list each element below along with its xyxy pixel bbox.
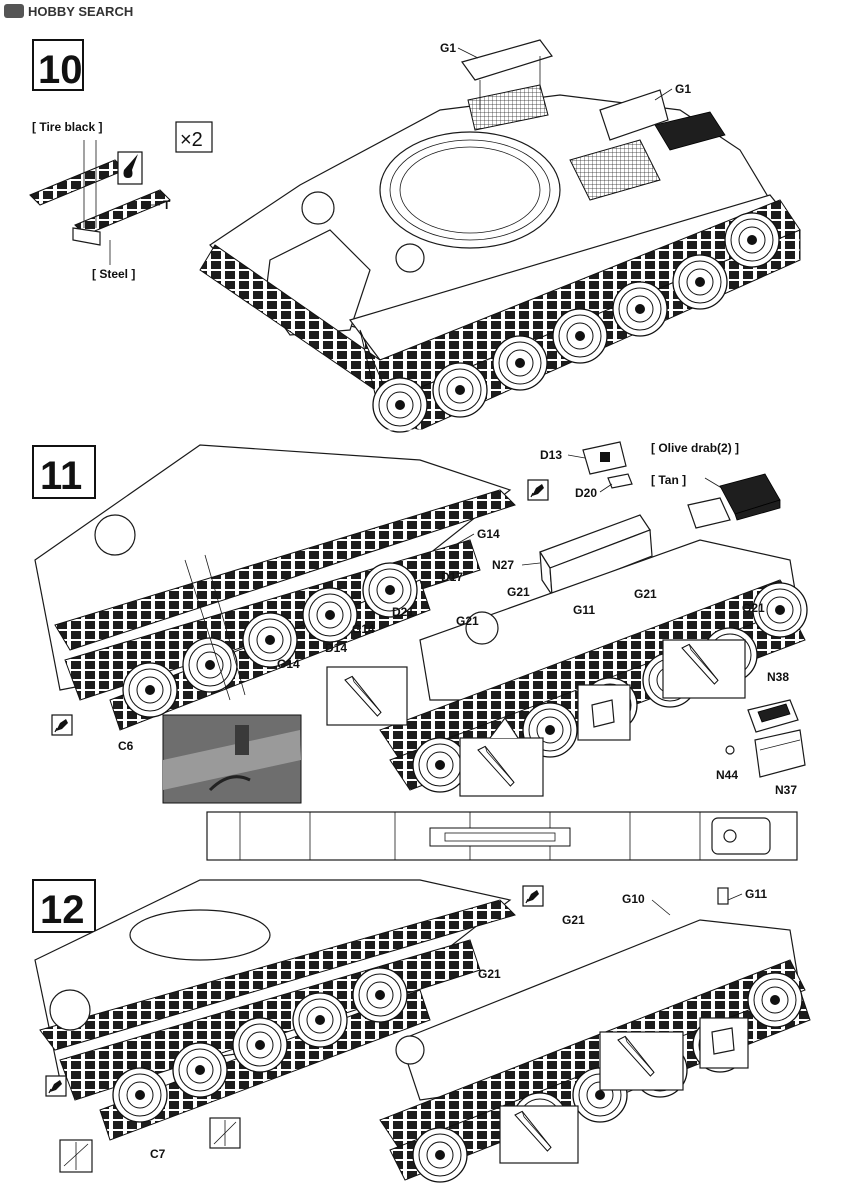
callout-g21-d: G21 [742,601,765,615]
part-g11 [717,887,729,905]
callout-d14: D14 [325,641,347,655]
callout-d21: D21 [392,605,414,619]
callout-g21-a: G21 [562,913,585,927]
callout-d13: D13 [540,448,562,462]
callout-g21-a: G21 [507,585,530,599]
cement-icon [527,479,549,501]
part-d13-d20 [582,441,633,489]
callout-g1-top: G1 [440,41,456,55]
callout-g1-side: G1 [675,82,691,96]
step-number-box [32,39,84,91]
callout-n38: N38 [767,670,789,684]
part-n37 [754,729,806,778]
callout-c7: C7 [150,1147,166,1161]
callout-g14-c: G14 [277,657,300,671]
callout-n37: N37 [775,783,797,797]
step-number-box [32,445,96,499]
paint-bottle-icon [117,151,143,185]
callout-g21-b: G21 [634,587,657,601]
detail-box-3 [577,684,631,741]
callout-g14-a: G14 [477,527,500,541]
detail-box-1 [326,666,408,726]
photo-inset [162,714,302,804]
tank-side-left-step11 [34,444,516,731]
part-n44 [725,745,735,755]
watermark: HOBBY SEARCH [4,4,133,19]
step-number: 10 [38,48,83,92]
callout-g21-b: G21 [478,967,501,981]
callout-g10: G10 [622,892,645,906]
callout-t: T [163,198,171,212]
detail-box-7 [699,1017,749,1069]
callout-n27: N27 [492,558,514,572]
callout-n44: N44 [716,768,738,782]
step-10: 10 [ Tire black ] T [ Steel ] ×2 [29,39,801,433]
detail-box-4 [662,639,746,699]
detail-box-5 [499,1105,579,1164]
step-number-box [32,879,96,933]
cement-icon [522,885,544,907]
cement-icon [51,714,73,736]
paint-label-olive-drab: [ Olive drab(2) ] [651,441,739,455]
multiplier-badge: ×2 [175,121,213,153]
callout-g11: G11 [573,603,595,617]
callout-g14-b: G14 [352,622,375,636]
callout-g21-c: G21 [456,614,479,628]
detail-box-6 [599,1031,684,1091]
cut-icon-box [59,1117,241,1173]
callout-g11: G11 [745,887,767,901]
stowage-box-part [687,473,781,529]
part-n38 [747,699,799,733]
part-n27 [539,514,653,598]
tank-hull-step10 [199,39,801,433]
step-12: 12 C7 [32,879,811,1183]
detail-box-2 [459,716,544,797]
paint-label-tan: [ Tan ] [651,473,686,487]
step-number: 11 [40,454,82,498]
side-skirt-strip [206,811,798,861]
callout-d17: D17 [441,570,463,584]
multiplier-text: ×2 [180,129,203,151]
paint-label-steel: [ Steel ] [92,267,135,281]
watermark-text: HOBBY SEARCH [28,4,133,19]
step-11: 11 C6 G14 D17 D21 G14 D [32,441,808,804]
paint-label-tire-black: [ Tire black ] [32,120,102,134]
callout-c6: C6 [118,739,134,753]
track-inset [29,140,171,246]
callout-d20: D20 [575,486,597,500]
cement-icon [45,1075,67,1097]
step-number: 12 [40,888,85,932]
tank-side-left-step12 [34,879,516,1141]
